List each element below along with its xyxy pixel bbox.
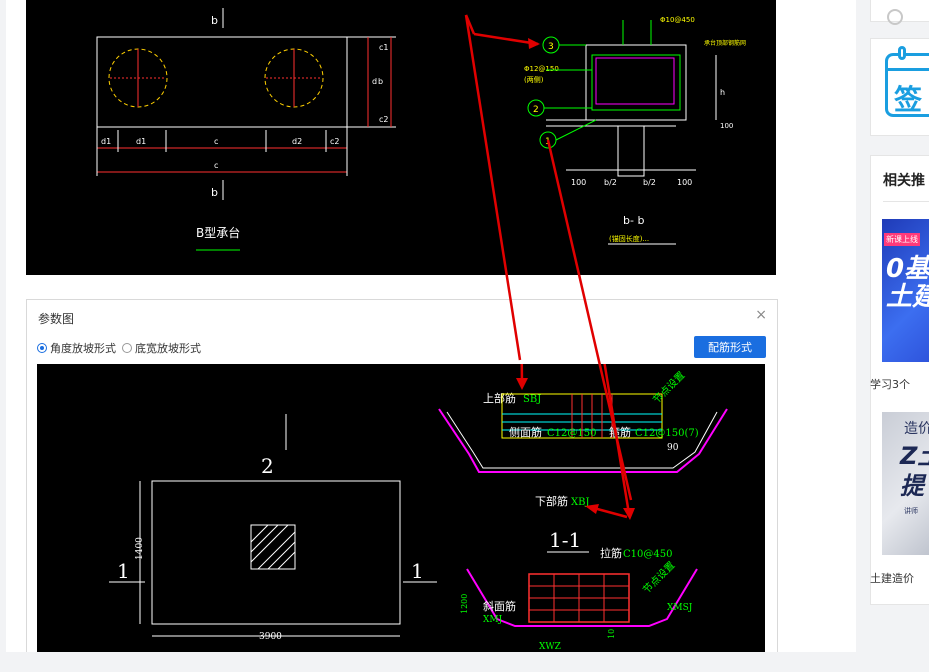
promo-caption-1[interactable]: 学习3个 — [870, 378, 910, 391]
svg-text:100: 100 — [571, 178, 586, 187]
svg-text:c: c — [214, 161, 218, 170]
svg-text:C10@450: C10@450 — [623, 549, 672, 560]
svg-text:h: h — [720, 88, 725, 97]
circle-icon — [887, 9, 903, 25]
sidebar-top-card — [870, 0, 929, 25]
promo-image-1[interactable]: 新课上线 0基 土建 — [882, 219, 929, 362]
slope-mode-radio-group: 角度放坡形式 底宽放坡形式 — [37, 340, 207, 356]
svg-text:SBJ: SBJ — [523, 394, 541, 405]
section-title: b- b — [623, 214, 644, 227]
plan-label-top: 2 — [261, 454, 274, 478]
rebar-form-button[interactable]: 配筋形式 — [694, 336, 766, 358]
svg-text:Φ12@150: Φ12@150 — [524, 65, 559, 73]
promo-image-2[interactable]: 造价 Z土 提 讲师 — [882, 412, 929, 555]
promo-2-line2: Z土 — [900, 442, 929, 470]
svg-text:c2: c2 — [330, 137, 340, 146]
related-title: 相关推 — [883, 173, 925, 189]
promo-1-headline: 0基 土建 — [886, 254, 929, 312]
plan-label-right: 1 — [411, 559, 424, 583]
svg-text:90: 90 — [667, 443, 679, 453]
dim-height: 1400 — [135, 537, 145, 560]
svg-text:XMSJ: XMSJ — [667, 603, 693, 613]
svg-text:侧面筋: 侧面筋 — [509, 425, 542, 439]
svg-text:c1: c1 — [379, 43, 389, 52]
promo-2-line1: 造价 — [904, 421, 929, 437]
radio-width-slope[interactable] — [122, 343, 132, 353]
svg-text:XWZ: XWZ — [539, 642, 561, 652]
page-bottom-bar — [0, 652, 929, 672]
svg-text:d1: d1 — [136, 137, 146, 146]
svg-text:Φ10@450: Φ10@450 — [660, 16, 695, 24]
promo-2-small: 讲师 — [904, 507, 918, 515]
parameter-cad-drawing: 2 1 1 1400 3900 上部筋 SBJ 侧面筋 C12@ — [37, 364, 765, 653]
svg-text:10: 10 — [607, 629, 616, 639]
svg-text:d1: d1 — [101, 137, 111, 146]
svg-text:b/2: b/2 — [604, 178, 617, 187]
radio-angle-slope-label[interactable]: 角度放坡形式 — [50, 342, 116, 355]
svg-text:b: b — [378, 77, 383, 86]
top-cad-drawing: b c1 d c2 b d1 d1 c d2 c2 c b B型承台 — [26, 0, 776, 275]
svg-text:d: d — [372, 77, 377, 86]
plan-label-left: 1 — [117, 559, 130, 583]
dim-width: 3900 — [259, 632, 282, 642]
svg-text:c: c — [214, 137, 218, 146]
svg-text:(两侧): (两侧) — [524, 75, 544, 84]
close-icon[interactable]: × — [755, 307, 767, 323]
promo-2-line3: 提 — [900, 472, 924, 500]
svg-text:b/2: b/2 — [643, 178, 656, 187]
svg-text:100: 100 — [720, 122, 733, 130]
svg-text:1200: 1200 — [460, 594, 469, 614]
section-1-title: 1-1 — [549, 528, 581, 552]
svg-text:d2: d2 — [292, 137, 302, 146]
promo-caption-2[interactable]: 土建造价 — [870, 572, 914, 585]
calendar-sign-icon[interactable]: 签 — [885, 46, 929, 117]
sign-in-glyph: 签 — [894, 83, 923, 116]
svg-text:下部筋: 下部筋 — [535, 494, 568, 508]
promo-1-tag: 新课上线 — [884, 233, 920, 246]
svg-text:拉筋: 拉筋 — [600, 546, 622, 560]
dialog-title: 参数图 — [38, 312, 75, 326]
divider — [883, 201, 929, 202]
radio-width-slope-label[interactable]: 底宽放坡形式 — [135, 342, 201, 355]
svg-text:(锚固长度)...: (锚固长度)... — [609, 234, 649, 243]
section-mark-bottom: b — [211, 186, 218, 199]
svg-text:XBJ: XBJ — [571, 497, 589, 508]
svg-text:斜面筋: 斜面筋 — [483, 599, 516, 613]
svg-text:3: 3 — [548, 42, 554, 52]
svg-text:c2: c2 — [379, 115, 389, 124]
radio-angle-slope[interactable] — [37, 343, 47, 353]
svg-text:XMJ: XMJ — [483, 615, 503, 625]
svg-text:C12@150(7): C12@150(7) — [635, 428, 699, 439]
parameter-dialog: 参数图 × 角度放坡形式 底宽放坡形式 配筋形式 2 1 1 1400 — [26, 299, 778, 654]
svg-text:100: 100 — [677, 178, 692, 187]
sign-in-card[interactable]: 签 — [870, 38, 929, 136]
drawing-caption: B型承台 — [196, 225, 240, 240]
svg-text:C12@150: C12@150 — [547, 428, 596, 439]
svg-text:2: 2 — [533, 105, 539, 115]
section-mark-top: b — [211, 14, 218, 27]
svg-text:承台顶部钢筋网: 承台顶部钢筋网 — [704, 39, 746, 47]
